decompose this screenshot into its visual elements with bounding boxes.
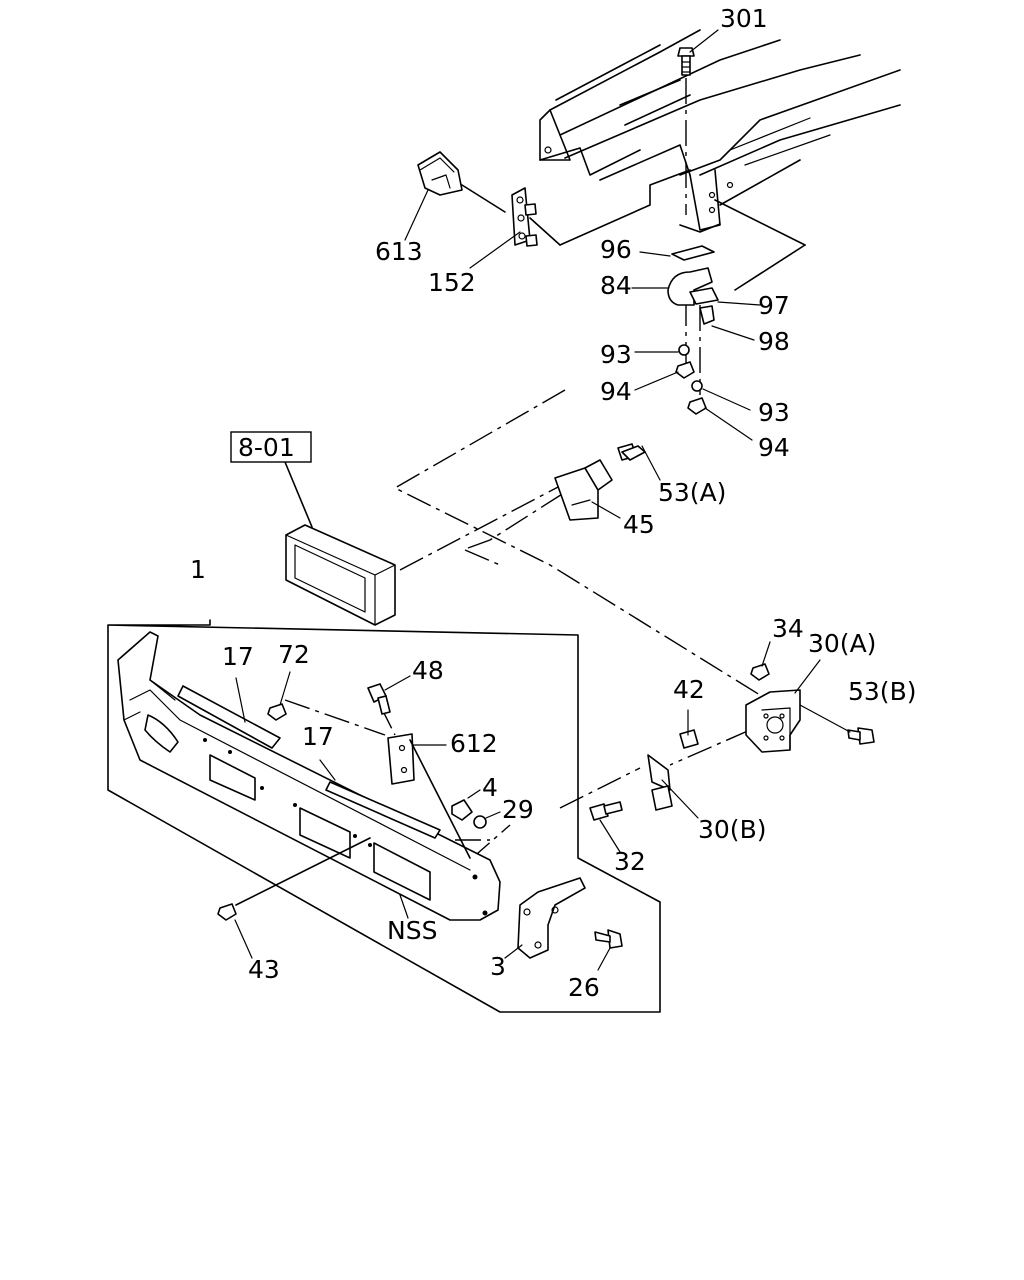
bolt-26-drawing (594, 929, 623, 949)
callout-30a: 30(A) (808, 629, 876, 658)
end-cap-3-drawing (517, 877, 586, 959)
bolt-301-drawing (677, 47, 695, 76)
callout-97: 97 (758, 291, 790, 320)
small-fasteners-drawing (217, 683, 487, 921)
callout-17-lower: 17 (302, 722, 334, 751)
callout-26: 26 (568, 973, 600, 1002)
callout-8-01-frame (230, 431, 312, 463)
callout-1: 1 (190, 555, 206, 584)
parts-96-84-97-98-drawing (667, 245, 719, 415)
callout-29: 29 (502, 795, 534, 824)
bracket-30b-drawing (589, 729, 699, 821)
callout-612: 612 (450, 729, 498, 758)
callout-98: 98 (758, 327, 790, 356)
callout-30b: 30(B) (698, 815, 766, 844)
bracket-152-drawing (511, 187, 538, 247)
callout-leaders (234, 29, 851, 971)
bumper-assembly-box (107, 619, 661, 1013)
part-613-drawing (417, 151, 506, 213)
reference-box-drawing (284, 461, 396, 626)
callout-53b: 53(B) (848, 677, 916, 706)
callout-84: 84 (600, 271, 632, 300)
bracket-30a-drawing (745, 663, 875, 753)
callout-152: 152 (428, 268, 476, 297)
callout-17-upper: 17 (222, 642, 254, 671)
callout-94-upper: 94 (600, 377, 632, 406)
callout-4: 4 (482, 773, 498, 802)
callout-93-upper: 93 (600, 340, 632, 369)
callout-53a: 53(A) (658, 478, 726, 507)
callout-43: 43 (248, 955, 280, 984)
callout-94-lower: 94 (758, 433, 790, 462)
callout-301: 301 (720, 4, 768, 33)
callout-48: 48 (412, 656, 444, 685)
callout-nss: NSS (387, 916, 437, 945)
callout-34: 34 (772, 614, 804, 643)
callout-613: 613 (375, 237, 423, 266)
callout-45: 45 (623, 510, 655, 539)
callout-32: 32 (614, 847, 646, 876)
chassis-frame-drawing (529, 29, 901, 291)
bracket-45-drawing (554, 443, 646, 521)
callout-42: 42 (673, 675, 705, 704)
callout-8-01: 8-01 (238, 433, 295, 462)
callout-93-lower: 93 (758, 398, 790, 427)
callout-3: 3 (490, 952, 506, 981)
callout-72: 72 (278, 640, 310, 669)
bumper-drawing (117, 631, 501, 921)
callout-96: 96 (600, 235, 632, 264)
